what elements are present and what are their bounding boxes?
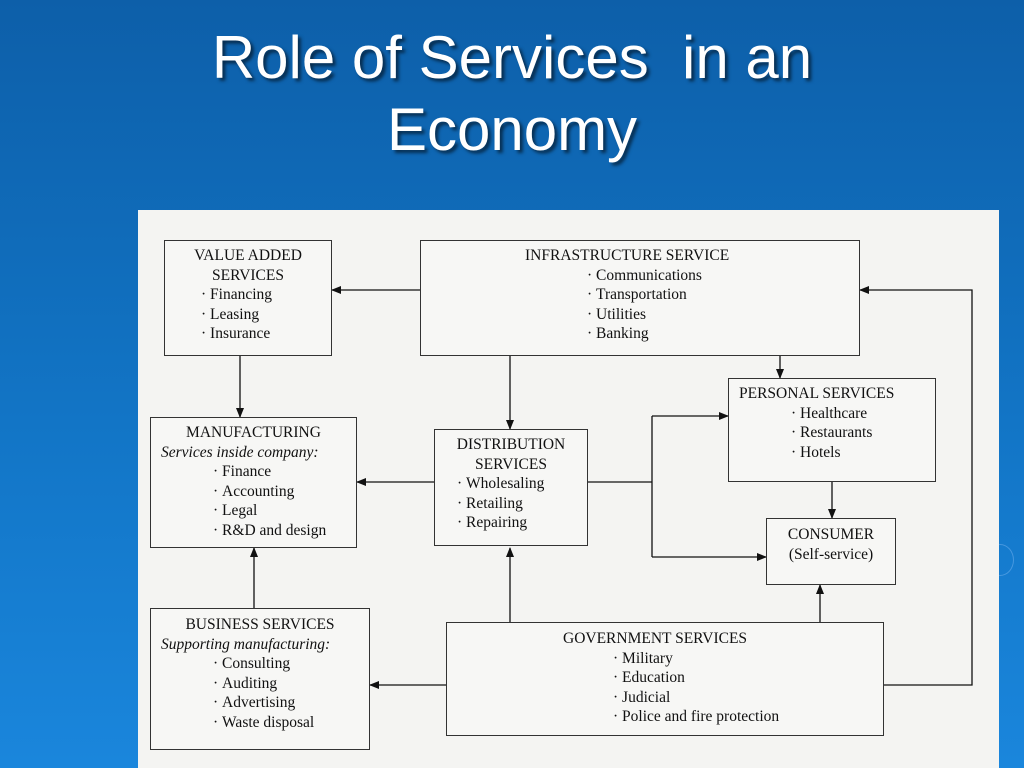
manufacturing-title: MANUFACTURING [186,424,321,441]
infrastructure-title: INFRASTRUCTURE SERVICE [525,247,730,264]
list-item: Financing [201,285,323,305]
list-item: Judicial [613,688,883,708]
list-item: Banking [587,324,859,344]
business-services-box: BUSINESS SERVICES Supporting manufacturi… [150,608,370,750]
list-item: Insurance [201,324,323,344]
value-added-services-box: VALUE ADDED SERVICES Financing Leasing I… [164,240,332,356]
list-item: Restaurants [791,423,935,443]
diagram-panel: VALUE ADDED SERVICES Financing Leasing I… [138,210,999,768]
list-item: Education [613,668,883,688]
distribution-title-line-1: DISTRIBUTION [456,436,566,453]
list-item: Military [613,649,883,669]
business-list: Consulting Auditing Advertising Waste di… [151,654,369,732]
consumer-subtitle: (Self-service) [788,545,874,563]
list-item: Healthcare [791,404,935,424]
personal-list: Healthcare Restaurants Hotels [791,404,935,463]
infrastructure-service-box: INFRASTRUCTURE SERVICE Communications Tr… [420,240,860,356]
list-item: Advertising [213,693,369,713]
list-item: Repairing [457,513,587,533]
value-added-title-line-1: VALUE ADDED [194,247,302,264]
list-item: Wholesaling [457,474,587,494]
list-item: Auditing [213,674,369,694]
government-services-box: GOVERNMENT SERVICES Military Education J… [446,622,884,736]
government-title: GOVERNMENT SERVICES [563,630,748,647]
personal-title: PERSONAL SERVICES [739,385,895,402]
manufacturing-subtitle: Services inside company: [161,443,319,461]
list-item: Consulting [213,654,369,674]
distribution-title-line-2: SERVICES [475,455,547,473]
business-title: BUSINESS SERVICES [185,616,335,633]
list-item: Hotels [791,443,935,463]
list-item: Leasing [201,305,323,325]
manufacturing-list: Finance Accounting Legal R&D and design [151,462,356,540]
list-item: Waste disposal [213,713,369,733]
value-added-list: Financing Leasing Insurance [201,285,323,344]
list-item: Utilities [587,305,859,325]
list-item: Accounting [213,482,356,502]
slide-title-line-2: Economy [386,96,638,163]
list-item: Retailing [457,494,587,514]
list-item: Legal [213,501,356,521]
manufacturing-box: MANUFACTURING Services inside company: F… [150,417,357,548]
edge-government-to-infrastructure [859,286,973,686]
distribution-services-box: DISTRIBUTION SERVICES Wholesaling Retail… [434,429,588,546]
list-item: Finance [213,462,356,482]
list-item: Communications [587,266,859,286]
slide-title-line-1: Role of Services in an [211,24,813,91]
slide-title: Role of Services in an Economy [0,22,1024,166]
consumer-box: CONSUMER (Self-service) [766,518,896,585]
list-item: R&D and design [213,521,356,541]
list-item: Police and fire protection [613,707,883,727]
distribution-list: Wholesaling Retailing Repairing [457,474,587,533]
infrastructure-list: Communications Transportation Utilities … [587,266,859,344]
government-list: Military Education Judicial Police and f… [613,649,883,727]
value-added-title-line-2: SERVICES [212,266,284,284]
diagram-edges [236,286,973,689]
personal-services-box: PERSONAL SERVICES Healthcare Restaurants… [728,378,936,482]
business-subtitle: Supporting manufacturing: [161,635,331,653]
consumer-title: CONSUMER [787,526,875,543]
list-item: Transportation [587,285,859,305]
